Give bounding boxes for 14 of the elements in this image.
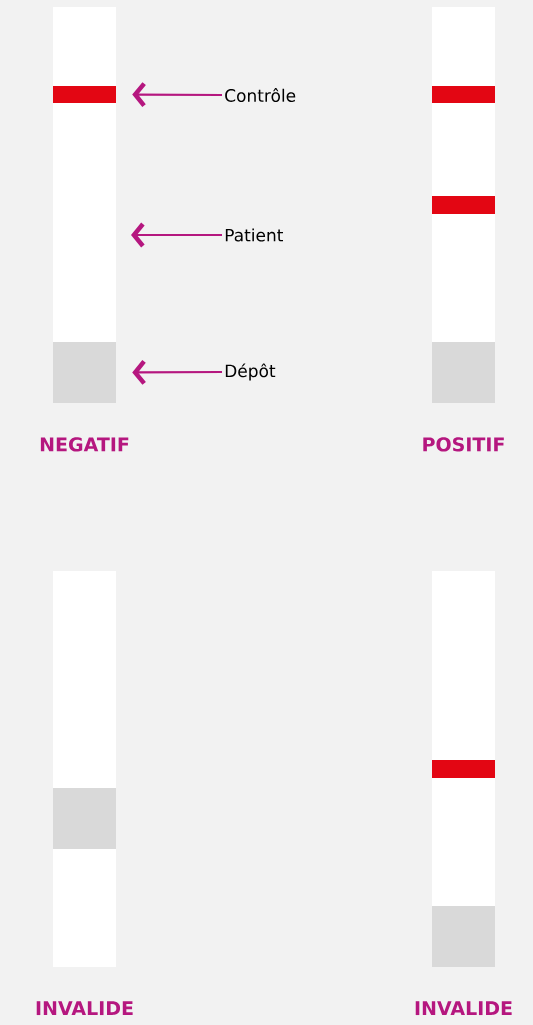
strip-caption: INVALIDE: [36, 1001, 133, 1016]
sample-pad: [432, 342, 495, 403]
arrow: [132, 360, 222, 385]
sample-pad: [53, 342, 116, 403]
zone-label: Contrôle: [225, 88, 296, 102]
arrow: [132, 82, 222, 107]
zone-label: Patient: [225, 228, 283, 242]
sample-pad: [53, 788, 116, 849]
strip-caption: INVALIDE: [415, 1001, 512, 1016]
strip-caption: NEGATIF: [40, 437, 129, 452]
zone-label: Dépôt: [225, 363, 276, 381]
sample-pad: [432, 906, 495, 967]
arrow: [131, 222, 222, 248]
strip-caption: POSITIF: [423, 437, 504, 452]
